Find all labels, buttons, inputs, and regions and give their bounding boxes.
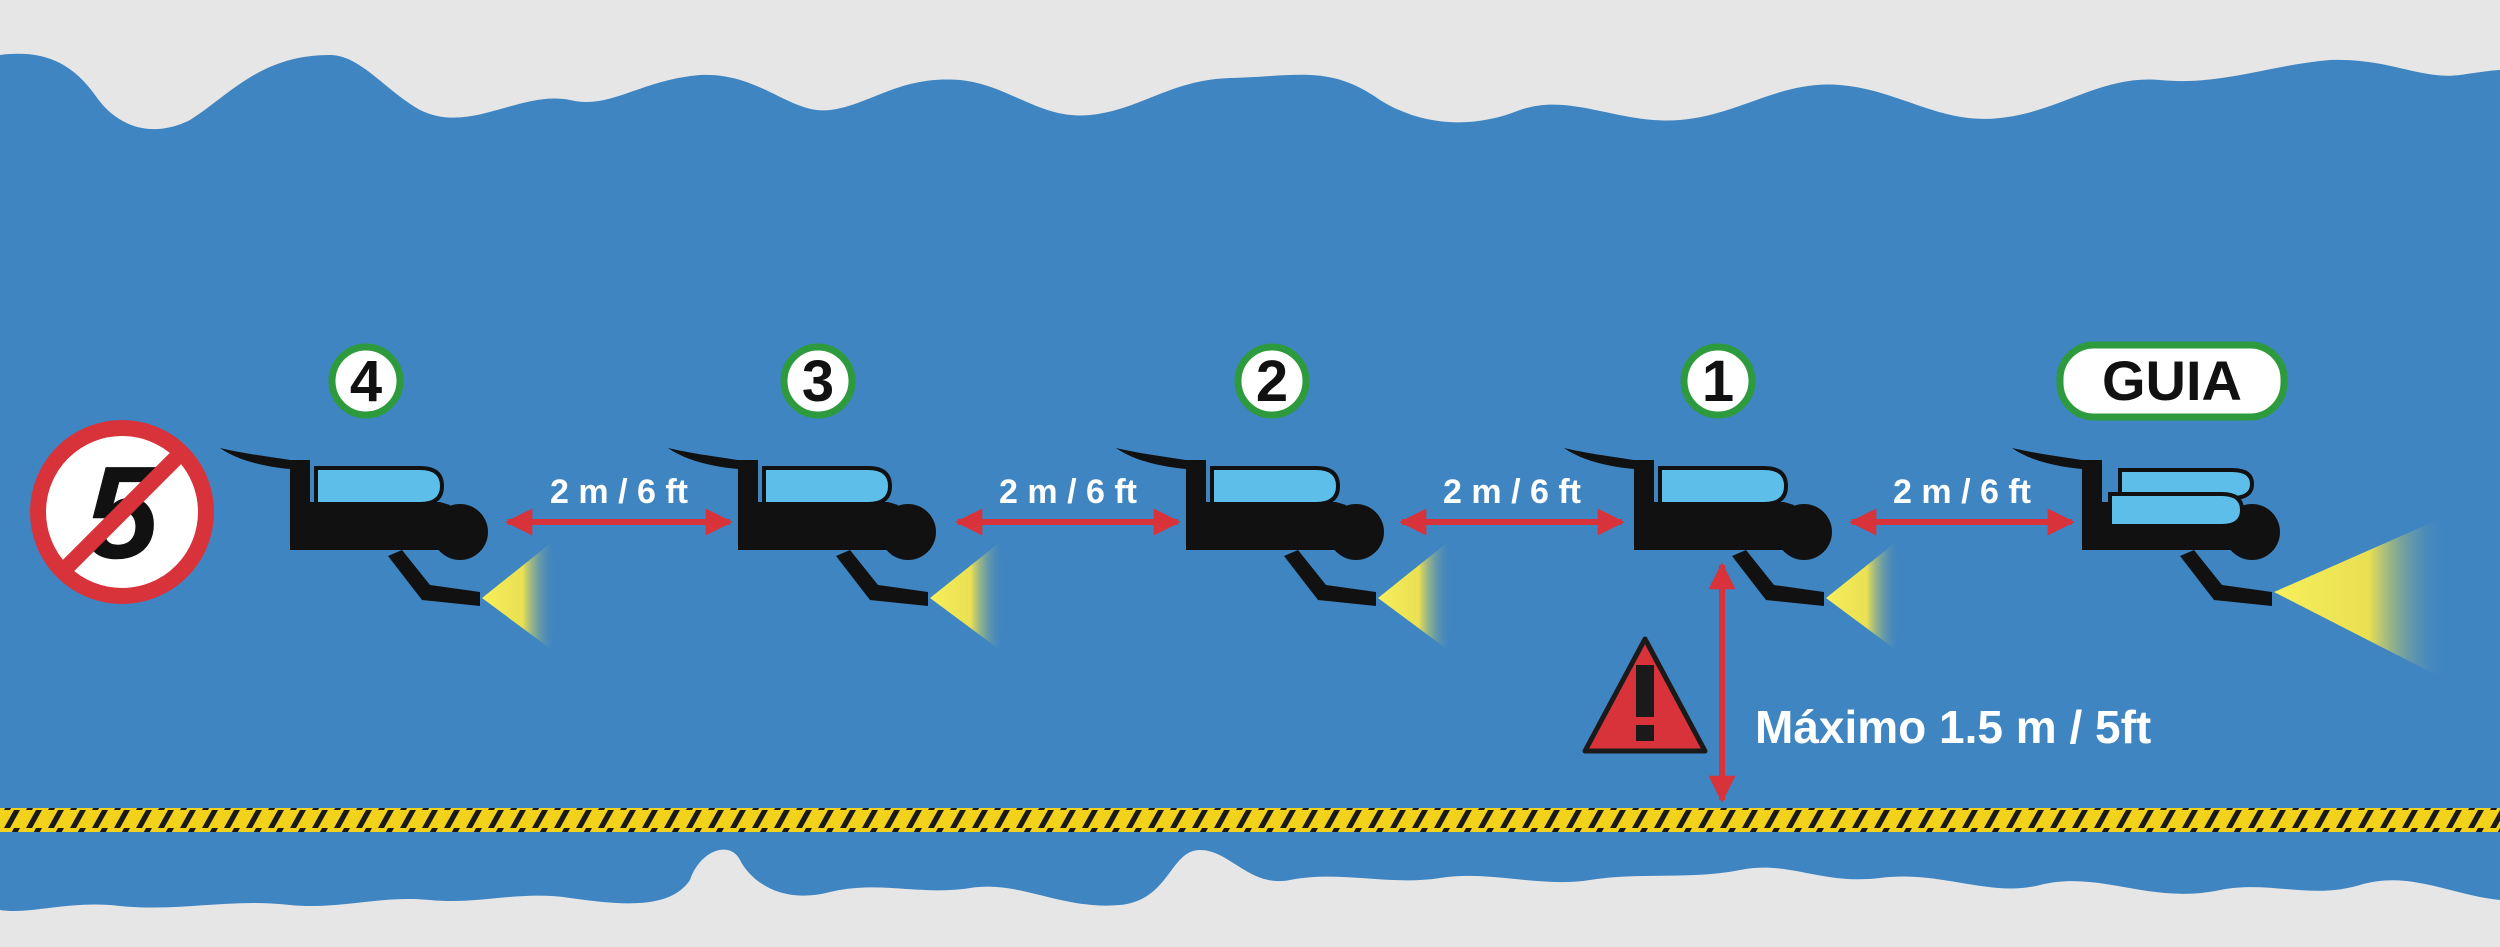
arm-icon bbox=[1732, 550, 1824, 606]
warning-icon bbox=[1582, 636, 1708, 754]
no-entry-icon: 5 bbox=[30, 420, 214, 604]
max-distance-label: Máximo 1.5 m / 5ft bbox=[1755, 701, 2151, 753]
diver-label: 1 bbox=[1702, 349, 1734, 414]
badge-3 bbox=[780, 343, 856, 419]
fin-icon bbox=[668, 448, 750, 470]
diver-3 bbox=[668, 448, 1004, 650]
head-icon bbox=[432, 504, 488, 560]
diver-label: 4 bbox=[350, 349, 382, 414]
fin-icon bbox=[2012, 448, 2094, 470]
diver-2 bbox=[1116, 448, 1452, 650]
badge-2 bbox=[1234, 343, 1310, 419]
fin-icon bbox=[1564, 448, 1646, 470]
fin-icon bbox=[220, 448, 302, 470]
arm-icon bbox=[836, 550, 928, 606]
tank-icon bbox=[2108, 492, 2245, 528]
spacing-label: 2 m / 6 ft bbox=[1893, 473, 2031, 511]
diver-label: GUIA bbox=[2102, 349, 2242, 412]
tank-icon bbox=[1210, 466, 1341, 506]
tank-icon bbox=[762, 466, 893, 506]
head-icon bbox=[1328, 504, 1384, 560]
fin-icon bbox=[1116, 448, 1198, 470]
arm-icon bbox=[388, 550, 480, 606]
light-beam-icon bbox=[482, 542, 556, 650]
spacing-markers: 2 m / 6 ft 2 m / 6 ft 2 m / 6 ft 2 m / 6 ft bbox=[505, 473, 2075, 536]
light-beam-icon bbox=[930, 542, 1004, 650]
light-beam-icon bbox=[2274, 518, 2447, 678]
diver-label: 2 bbox=[1256, 349, 1288, 414]
badge-guia bbox=[2056, 341, 2288, 421]
arm-icon bbox=[2180, 550, 2272, 606]
spacing-label: 2 m / 6 ft bbox=[550, 473, 688, 511]
guideline-rope bbox=[0, 808, 2500, 832]
head-icon bbox=[1776, 504, 1832, 560]
diver-label: 3 bbox=[802, 349, 834, 414]
badge-4 bbox=[328, 343, 404, 419]
badge-1 bbox=[1680, 343, 1756, 419]
diver-1 bbox=[1564, 448, 1900, 650]
light-beam-icon bbox=[1378, 542, 1452, 650]
diver-line: 4 3 2 1 GUIA bbox=[220, 341, 2447, 678]
light-beam-icon bbox=[1826, 542, 1900, 650]
diver-4 bbox=[220, 448, 556, 650]
spacing-label: 2 m / 6 ft bbox=[1443, 473, 1581, 511]
tank-icon bbox=[314, 466, 445, 506]
diver-guia bbox=[2012, 448, 2447, 678]
tank-icon bbox=[1658, 466, 1789, 506]
head-icon bbox=[880, 504, 936, 560]
arm-icon bbox=[1284, 550, 1376, 606]
spacing-label: 2 m / 6 ft bbox=[999, 473, 1137, 511]
